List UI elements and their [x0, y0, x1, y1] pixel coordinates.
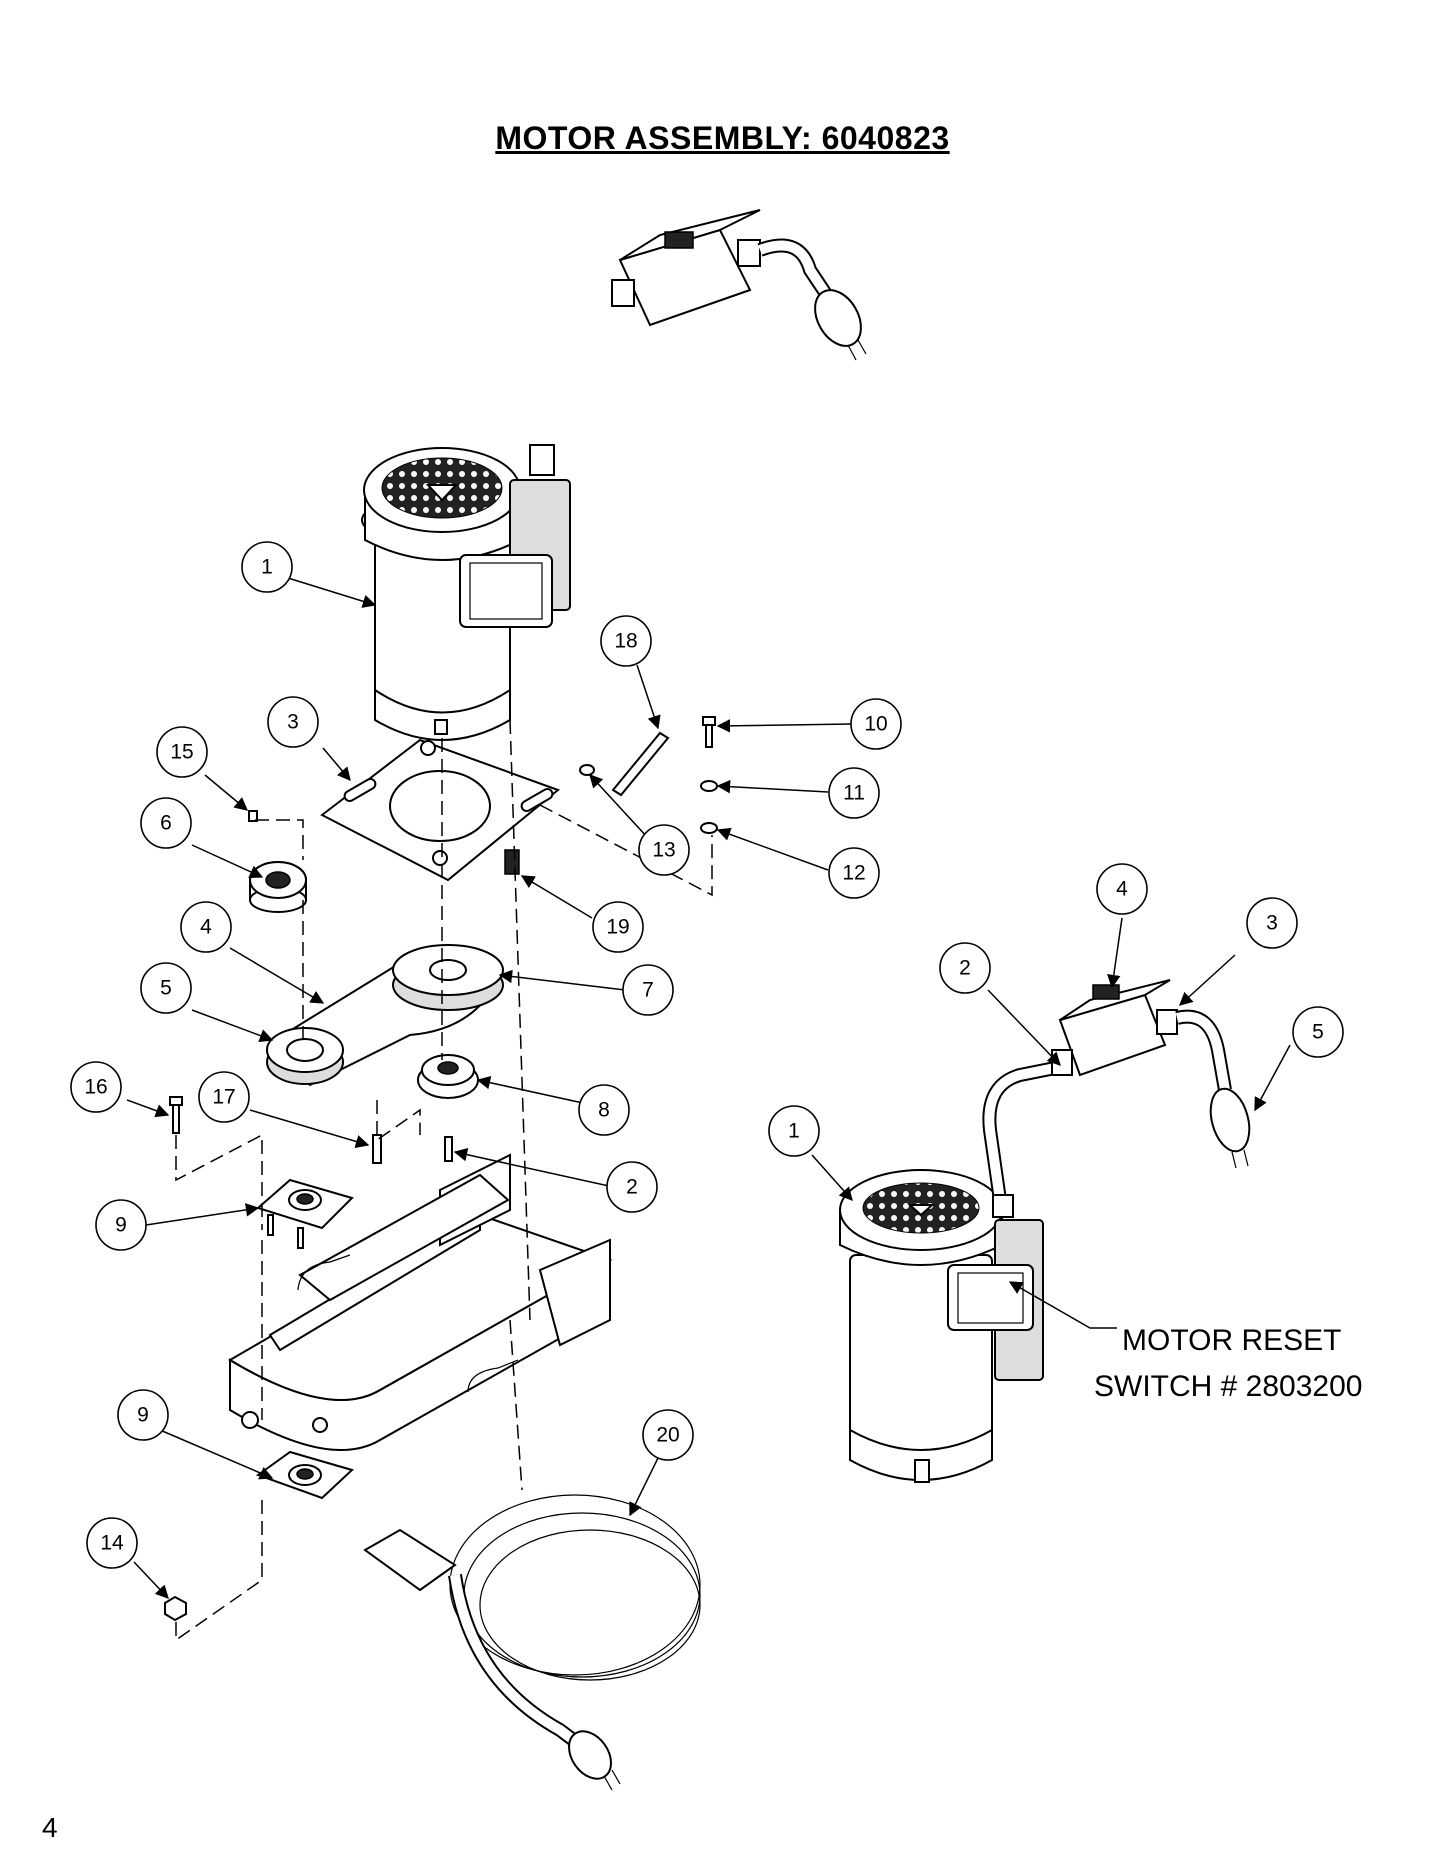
page-title: MOTOR ASSEMBLY: 6040823 — [495, 120, 950, 156]
svg-text:5: 5 — [160, 977, 172, 1000]
leader-lines-right — [811, 917, 1291, 1329]
balloon-5: 5 — [140, 962, 192, 1014]
balloon-8: 8 — [578, 1084, 630, 1136]
assembly-centerlines — [175, 719, 713, 1642]
balloon-19: 19 — [592, 901, 644, 953]
svg-text:3: 3 — [287, 711, 299, 734]
balloon-16: 16 — [70, 1061, 122, 1113]
svg-text:4: 4 — [1116, 878, 1128, 901]
balloon-13: 13 — [638, 824, 690, 876]
detail-balloon-1: 1 — [768, 1105, 820, 1157]
svg-text:11: 11 — [843, 782, 865, 805]
bolt-16 — [169, 1096, 183, 1134]
detail-motor — [839, 1169, 1044, 1483]
svg-text:16: 16 — [84, 1076, 107, 1099]
detail-balloon-5: 5 — [1292, 1006, 1344, 1058]
detail-balloon-3: 3 — [1246, 897, 1298, 949]
svg-text:4: 4 — [200, 916, 212, 939]
svg-text:8: 8 — [598, 1099, 610, 1122]
svg-text:1: 1 — [788, 1120, 800, 1143]
svg-text:20: 20 — [656, 1424, 679, 1447]
balloon-6: 6 — [140, 797, 192, 849]
bushing-hub-6 — [249, 861, 307, 913]
power-cord-20 — [363, 1494, 701, 1791]
reset-switch-callout-line2: SWITCH # 2803200 — [1094, 1370, 1362, 1403]
svg-text:12: 12 — [842, 862, 865, 885]
svg-text:5: 5 — [1312, 1021, 1324, 1044]
svg-text:1: 1 — [261, 556, 273, 579]
balloon-17: 17 — [198, 1071, 250, 1123]
washer-12 — [700, 822, 718, 834]
bolt-18 — [611, 731, 670, 797]
balloon-14: 14 — [86, 1517, 138, 1569]
washer-13 — [579, 764, 595, 776]
set-screw-15 — [248, 810, 258, 822]
balloon-11: 11 — [828, 767, 880, 819]
bolt-17 — [372, 1134, 382, 1164]
leader-lines-left — [126, 577, 853, 1599]
svg-text:17: 17 — [212, 1086, 235, 1109]
reset-switch-callout-line1: MOTOR RESET — [1122, 1324, 1341, 1357]
nut-14 — [164, 1595, 187, 1622]
balloon-20: 20 — [642, 1409, 694, 1461]
balloon-18: 18 — [600, 615, 652, 667]
detail-balloon-4: 4 — [1096, 863, 1148, 915]
balloon-9-lower: 9 — [117, 1389, 169, 1441]
svg-text:7: 7 — [642, 979, 654, 1002]
balloon-15: 15 — [156, 726, 208, 778]
svg-text:9: 9 — [115, 1214, 127, 1237]
balloon-12: 12 — [828, 847, 880, 899]
page-number: 4 — [42, 1812, 58, 1843]
svg-text:2: 2 — [626, 1176, 638, 1199]
balloon-1: 1 — [241, 541, 293, 593]
balloon-4: 4 — [180, 901, 232, 953]
washer-11 — [700, 780, 718, 792]
svg-text:6: 6 — [160, 812, 172, 835]
key-2 — [444, 1136, 453, 1162]
balloon-9-upper: 9 — [95, 1199, 147, 1251]
main-motor — [361, 447, 571, 741]
motor-plate — [320, 738, 560, 882]
flange-bearing-9-lower — [255, 1450, 354, 1500]
svg-text:3: 3 — [1266, 912, 1278, 935]
bolt-19 — [504, 849, 520, 875]
bolt-10 — [702, 716, 716, 748]
power-switch-box-assembly — [529, 209, 867, 476]
belt-and-pulleys — [266, 944, 504, 1087]
svg-text:18: 18 — [614, 630, 637, 653]
balloon-3: 3 — [267, 696, 319, 748]
detail-balloon-2: 2 — [939, 942, 991, 994]
svg-text:13: 13 — [652, 839, 675, 862]
bushing-hub-8 — [417, 1054, 479, 1099]
detail-switch-and-cord — [982, 979, 1251, 1218]
svg-text:19: 19 — [606, 916, 629, 939]
svg-text:15: 15 — [170, 741, 193, 764]
svg-text:10: 10 — [864, 713, 887, 736]
balloon-7: 7 — [622, 964, 674, 1016]
svg-text:2: 2 — [959, 957, 971, 980]
flange-bearing-9-upper — [255, 1178, 354, 1249]
balloon-10: 10 — [850, 698, 902, 750]
balloon-2: 2 — [606, 1161, 658, 1213]
base-frame — [228, 1153, 613, 1451]
svg-text:9: 9 — [137, 1404, 149, 1427]
svg-text:14: 14 — [100, 1532, 124, 1555]
